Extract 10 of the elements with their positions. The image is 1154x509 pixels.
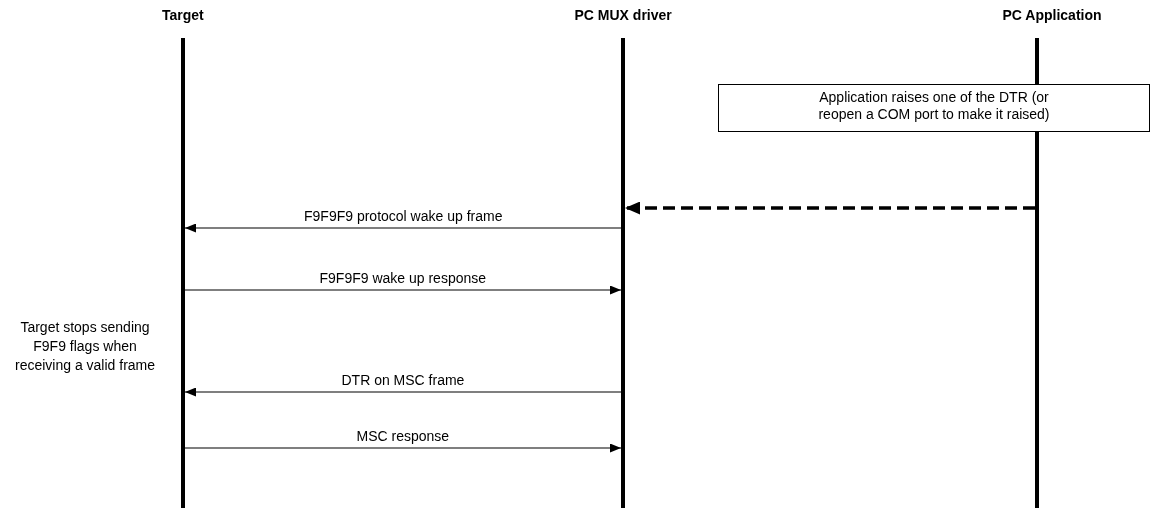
participant-name: PC Application xyxy=(1002,7,1102,23)
message-arrow xyxy=(184,223,622,233)
note-text: Target stops sending F9F9 flags when receiving a valid frame xyxy=(13,318,157,375)
message-arrow xyxy=(184,387,622,397)
message-arrow xyxy=(184,443,622,453)
message-arrow xyxy=(625,201,1035,215)
participant-name: Target xyxy=(162,7,204,23)
message-arrow xyxy=(184,285,622,295)
note-box: Application raises one of the DTR (or reopen a COM port to make it raised) xyxy=(718,84,1150,132)
participant-name: PC MUX driver xyxy=(574,7,672,23)
